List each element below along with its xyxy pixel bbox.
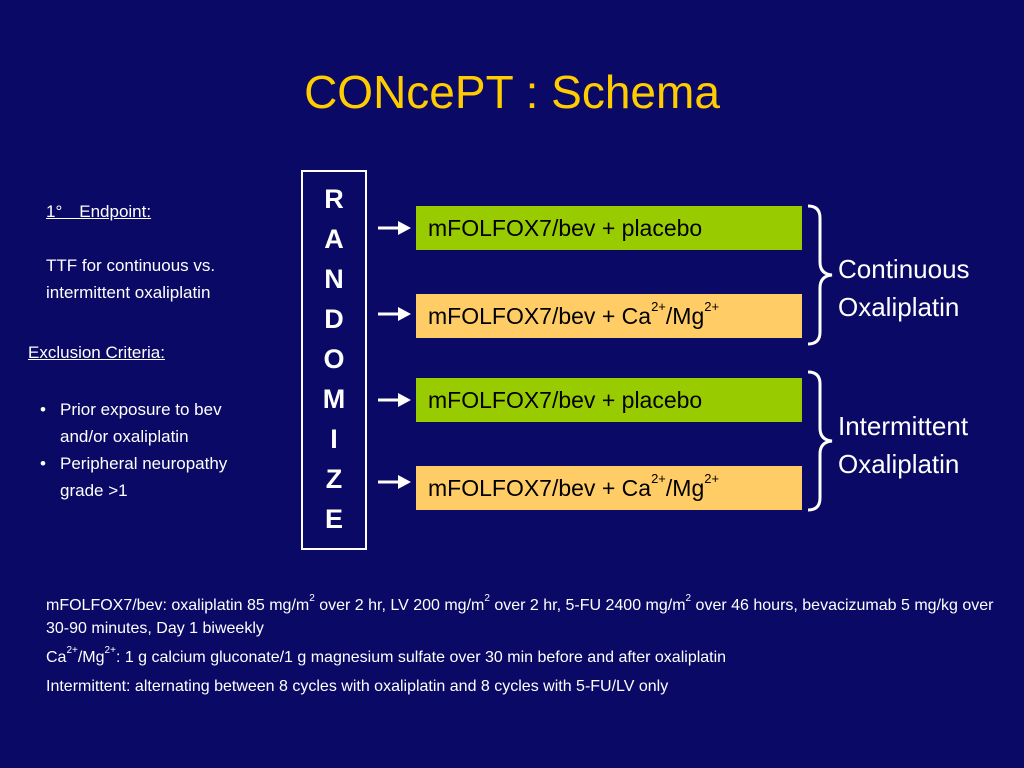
randomize-letter: Z <box>325 464 343 494</box>
exclusion-heading: Exclusion Criteria: <box>28 343 165 362</box>
brace-icon <box>807 204 833 346</box>
randomize-letter: D <box>324 304 344 334</box>
arm-intermittent-camg: mFOLFOX7/bev + Ca2+/Mg2+ <box>416 466 802 510</box>
arm-continuous-camg: mFOLFOX7/bev + Ca2+/Mg2+ <box>416 294 802 338</box>
endpoint-heading: 1° Endpoint: <box>46 202 152 221</box>
footnote-intermittent: Intermittent: alternating between 8 cycl… <box>46 678 669 695</box>
randomize-letter: A <box>324 224 344 254</box>
footnote-camg: Ca2+/Mg2+: 1 g calcium gluconate/1 g mag… <box>46 645 727 667</box>
exclusion-item-line: and/or oxaliplatin <box>60 427 189 446</box>
arrow-right-icon <box>378 221 411 235</box>
endpoint-description: TTF for continuous vs. intermittent oxal… <box>46 252 296 306</box>
randomize-letter: M <box>322 384 346 414</box>
arm-intermittent-placebo: mFOLFOX7/bev + placebo <box>416 378 802 422</box>
arm-label: mFOLFOX7/bev + placebo <box>428 387 703 413</box>
group-label-intermittent: Intermittent Oxaliplatin <box>838 407 968 483</box>
exclusion-item-line: Prior exposure to bev <box>60 400 222 419</box>
group-label-line: Oxaliplatin <box>838 449 960 479</box>
footnote-regimen: mFOLFOX7/bev: oxaliplatin 85 mg/m2 over … <box>46 593 994 638</box>
arm-label: mFOLFOX7/bev + Ca2+/Mg2+ <box>428 471 720 501</box>
bullet-icon: • <box>40 400 46 419</box>
endpoint-line-1: TTF for continuous vs. <box>46 256 216 275</box>
group-label-continuous: Continuous Oxaliplatin <box>838 250 970 326</box>
exclusion-list: • Prior exposure to bev and/or oxaliplat… <box>40 396 302 504</box>
exclusion-item: • Peripheral neuropathy grade >1 <box>40 450 302 504</box>
arm-label: mFOLFOX7/bev + Ca2+/Mg2+ <box>428 299 720 329</box>
randomize-letter: I <box>330 424 338 454</box>
slide-title: CONcePT : Schema <box>304 66 720 118</box>
group-label-line: Oxaliplatin <box>838 292 960 322</box>
arrow-right-icon <box>378 307 411 321</box>
exclusion-item-line: Peripheral neuropathy <box>60 454 228 473</box>
randomize-letter: R <box>324 184 344 214</box>
randomize-letter: E <box>324 504 343 534</box>
arm-continuous-placebo: mFOLFOX7/bev + placebo <box>416 206 802 250</box>
randomize-letter: O <box>323 344 345 374</box>
group-label-line: Continuous <box>838 254 970 284</box>
footnotes: mFOLFOX7/bev: oxaliplatin 85 mg/m2 over … <box>46 594 996 704</box>
exclusion-item-line: grade >1 <box>60 481 128 500</box>
bullet-icon: • <box>40 454 46 473</box>
endpoint-line-2: intermittent oxaliplatin <box>46 283 211 302</box>
arrow-right-icon <box>378 393 411 407</box>
arm-label: mFOLFOX7/bev + placebo <box>428 215 703 241</box>
group-label-line: Intermittent <box>838 411 969 441</box>
randomize-box: R A N D O M I Z E <box>301 170 367 550</box>
arrow-right-icon <box>378 475 411 489</box>
randomize-letter: N <box>324 264 344 294</box>
brace-icon <box>807 370 833 512</box>
exclusion-item: • Prior exposure to bev and/or oxaliplat… <box>40 396 302 450</box>
